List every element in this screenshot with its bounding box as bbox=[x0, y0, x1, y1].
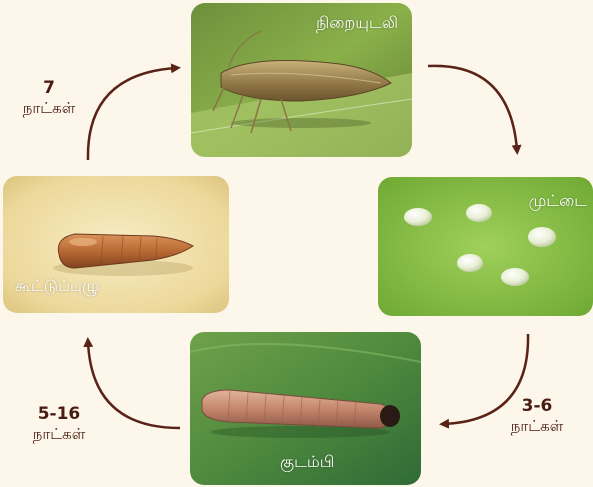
duration-larva-to-pupa: 5-16 நாட்கள் bbox=[18, 404, 100, 444]
adult-label: நிறையுடலி bbox=[316, 13, 398, 34]
larva-stage-panel: குடம்பி bbox=[190, 332, 421, 485]
egg-5 bbox=[501, 268, 529, 286]
duration-pupa-to-adult-unit: நாட்கள் bbox=[8, 99, 90, 118]
arrow-pupa-to-adult bbox=[88, 68, 176, 160]
duration-egg-to-larva: 3-6 நாட்கள் bbox=[493, 396, 581, 436]
egg-1 bbox=[404, 208, 432, 226]
egg-2 bbox=[466, 204, 492, 222]
arrow-larva-to-pupa bbox=[88, 342, 180, 428]
pupa-label: கூட்டுப்புழு bbox=[15, 276, 99, 297]
duration-egg-to-larva-unit: நாட்கள் bbox=[493, 417, 581, 436]
larva-label: குடம்பி bbox=[280, 452, 334, 473]
pupa-stage-panel: கூட்டுப்புழு bbox=[3, 176, 229, 313]
duration-larva-to-pupa-value: 5-16 bbox=[18, 404, 100, 425]
egg-4 bbox=[457, 254, 483, 272]
duration-egg-to-larva-value: 3-6 bbox=[493, 396, 581, 417]
duration-pupa-to-adult: 7 நாட்கள் bbox=[8, 78, 90, 118]
adult-stage-panel: நிறையுடலி bbox=[191, 3, 412, 157]
arrow-adult-to-egg bbox=[428, 66, 517, 150]
egg-label: முட்டை bbox=[529, 191, 587, 212]
egg-stage-panel: முட்டை bbox=[378, 177, 593, 316]
duration-pupa-to-adult-value: 7 bbox=[8, 78, 90, 99]
duration-larva-to-pupa-unit: நாட்கள் bbox=[18, 425, 100, 444]
larva-head bbox=[380, 405, 400, 427]
egg-3 bbox=[528, 227, 556, 247]
